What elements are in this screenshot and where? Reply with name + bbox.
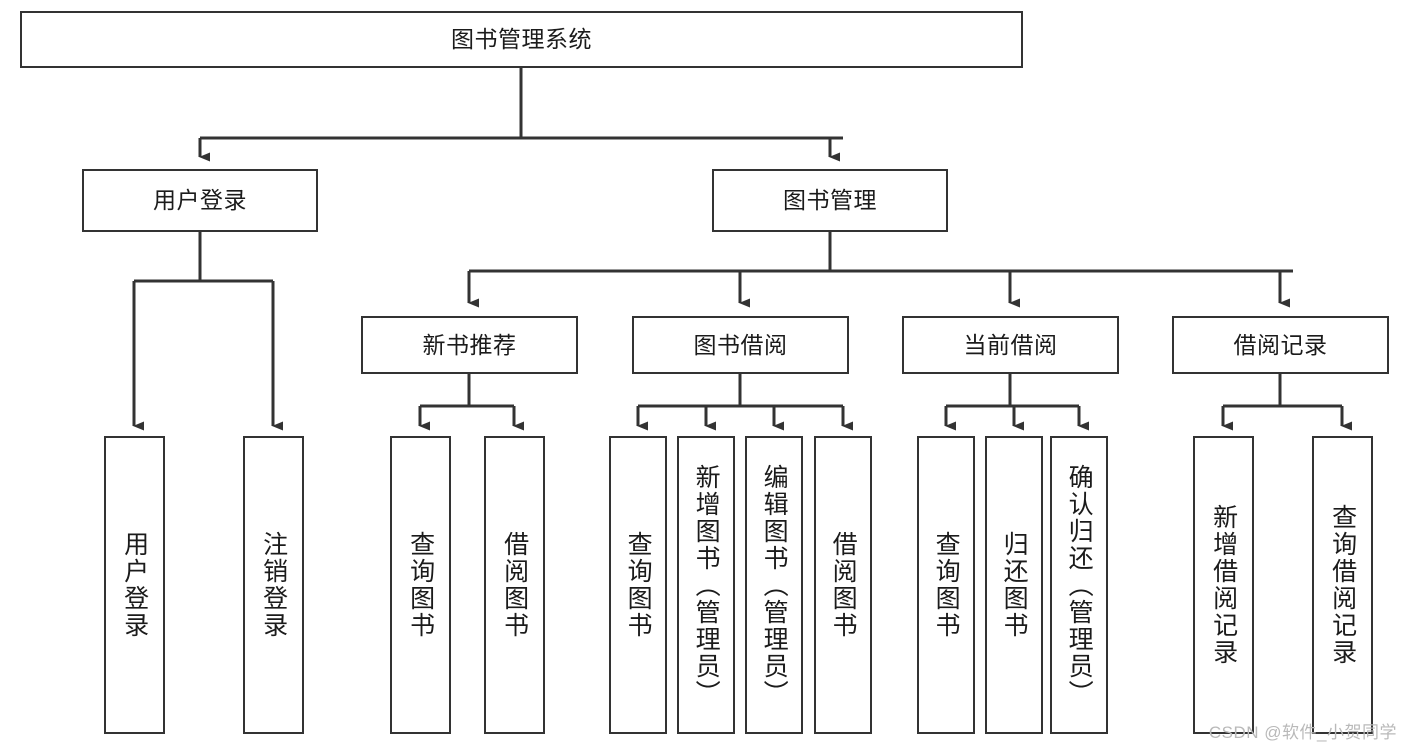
- node-leaf-query-book-1-label: 查询图书: [406, 531, 435, 639]
- node-leaf-query-record[interactable]: 查询借阅记录: [1312, 436, 1373, 734]
- node-user-login-label: 用户登录: [153, 187, 247, 214]
- node-new-book-recommend[interactable]: 新书推荐: [361, 316, 578, 374]
- node-leaf-borrow-book-1-label: 借阅图书: [500, 531, 529, 639]
- node-leaf-add-book-label: 新增图书（管理员）: [692, 463, 721, 707]
- node-current-borrow[interactable]: 当前借阅: [902, 316, 1119, 374]
- csdn-watermark: CSDN @软件_小贺同学: [1208, 723, 1397, 742]
- node-leaf-edit-book[interactable]: 编辑图书（管理员）: [745, 436, 803, 734]
- node-leaf-query-book-3[interactable]: 查询图书: [917, 436, 975, 734]
- node-leaf-logout[interactable]: 注销登录: [243, 436, 304, 734]
- node-leaf-confirm-return-label: 确认归还（管理员）: [1065, 463, 1094, 707]
- node-borrow-record[interactable]: 借阅记录: [1172, 316, 1389, 374]
- node-leaf-return-book[interactable]: 归还图书: [985, 436, 1043, 734]
- node-new-book-recommend-label: 新书推荐: [422, 331, 517, 358]
- node-leaf-return-book-label: 归还图书: [1000, 531, 1029, 639]
- node-current-borrow-label: 当前借阅: [963, 331, 1058, 358]
- node-leaf-query-book-3-label: 查询图书: [932, 531, 961, 639]
- node-book-manage[interactable]: 图书管理: [712, 169, 948, 232]
- node-book-manage-label: 图书管理: [783, 187, 877, 214]
- node-leaf-user-login-label: 用户登录: [120, 531, 149, 639]
- node-leaf-query-record-label: 查询借阅记录: [1328, 504, 1357, 666]
- node-root-label: 图书管理系统: [451, 26, 592, 53]
- node-leaf-add-record[interactable]: 新增借阅记录: [1193, 436, 1254, 734]
- node-leaf-logout-label: 注销登录: [259, 531, 288, 639]
- node-book-borrow[interactable]: 图书借阅: [632, 316, 849, 374]
- node-leaf-add-record-label: 新增借阅记录: [1209, 504, 1238, 666]
- node-borrow-record-label: 借阅记录: [1233, 331, 1328, 358]
- node-book-borrow-label: 图书借阅: [693, 331, 788, 358]
- node-leaf-user-login[interactable]: 用户登录: [104, 436, 165, 734]
- node-root-book-management-system[interactable]: 图书管理系统: [20, 11, 1023, 68]
- node-leaf-query-book-1[interactable]: 查询图书: [390, 436, 451, 734]
- node-leaf-query-book-2-label: 查询图书: [624, 531, 653, 639]
- node-leaf-borrow-book-1[interactable]: 借阅图书: [484, 436, 545, 734]
- node-leaf-borrow-book-2-label: 借阅图书: [829, 531, 858, 639]
- node-leaf-query-book-2[interactable]: 查询图书: [609, 436, 667, 734]
- node-leaf-confirm-return[interactable]: 确认归还（管理员）: [1050, 436, 1108, 734]
- node-leaf-edit-book-label: 编辑图书（管理员）: [760, 463, 789, 707]
- node-leaf-add-book[interactable]: 新增图书（管理员）: [677, 436, 735, 734]
- node-leaf-borrow-book-2[interactable]: 借阅图书: [814, 436, 872, 734]
- node-user-login[interactable]: 用户登录: [82, 169, 318, 232]
